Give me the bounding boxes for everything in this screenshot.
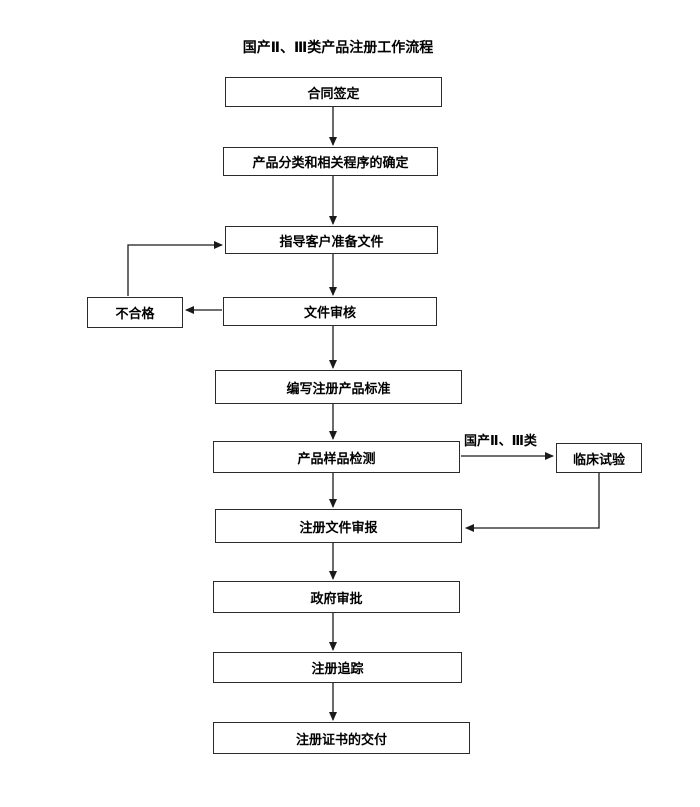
node-clinical-trial: 临床试验	[556, 443, 642, 473]
node-document-review: 文件审核	[223, 297, 437, 326]
node-product-classification: 产品分类和相关程序的确定	[223, 147, 438, 176]
node-registration-submission: 注册文件审报	[215, 509, 462, 543]
node-product-sample-testing: 产品样品检测	[213, 441, 460, 473]
arrow-unqualified-to-guide	[127, 241, 223, 296]
node-certificate-delivery: 注册证书的交付	[213, 722, 470, 754]
node-contract-signing: 合同签定	[225, 77, 442, 107]
node-write-product-standard: 编写注册产品标准	[215, 370, 462, 404]
node-government-approval: 政府审批	[213, 581, 460, 613]
node-registration-tracking: 注册追踪	[213, 652, 462, 683]
node-guide-customer-documents: 指导客户准备文件	[225, 226, 438, 254]
node-unqualified: 不合格	[87, 297, 183, 328]
edge-label-domestic-class: 国产Ⅱ、Ⅲ类	[464, 434, 537, 449]
arrow-clinical-to-submission	[465, 473, 600, 532]
flowchart-title: 国产Ⅱ、Ⅲ类产品注册工作流程	[242, 40, 434, 56]
